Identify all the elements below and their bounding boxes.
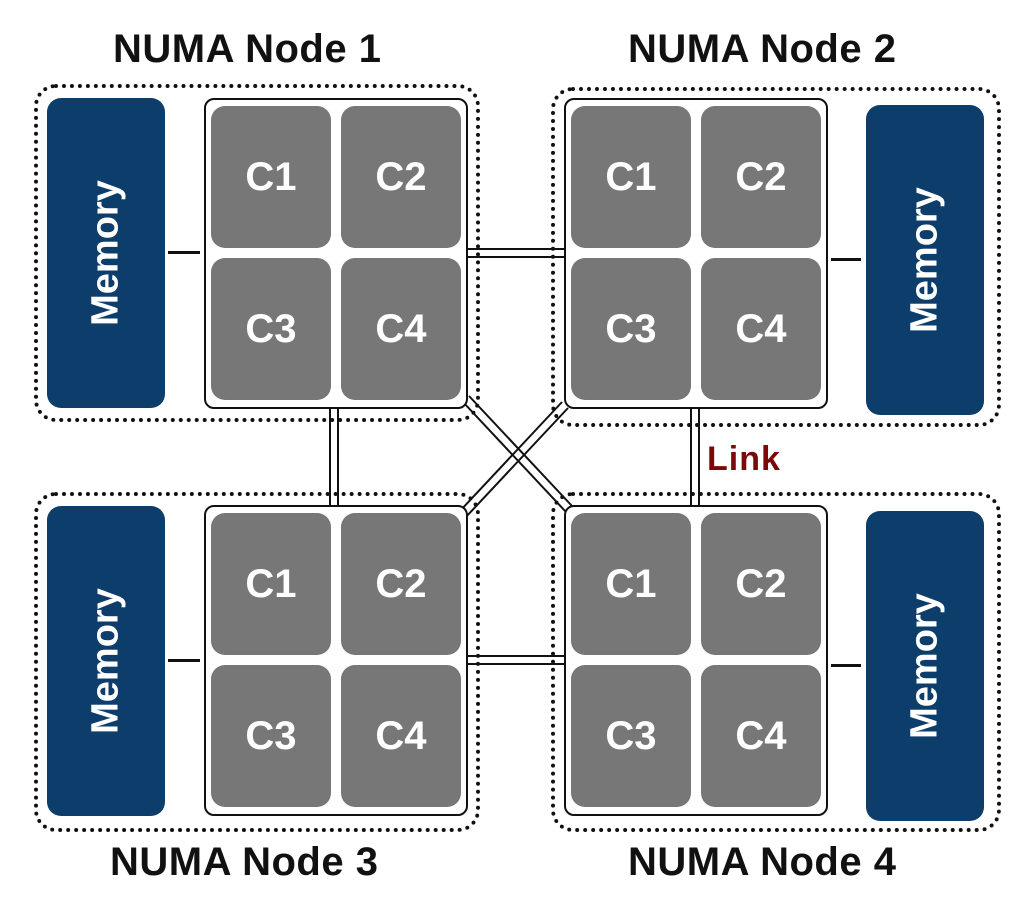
core-c2: C2 [701, 513, 821, 655]
link-node1-node3 [329, 408, 339, 506]
node-3-cpu: C1 C2 C3 C4 [204, 505, 468, 816]
node-4-boundary [551, 492, 1001, 832]
node-3-memory: Memory [47, 506, 165, 816]
node-3-boundary [34, 492, 480, 832]
node-3-title: NUMA Node 3 [110, 840, 379, 884]
node-4-title: NUMA Node 4 [628, 840, 897, 884]
core-c3: C3 [211, 258, 331, 400]
node-2-memory-bus [831, 258, 861, 261]
core-c3: C3 [571, 258, 691, 400]
core-c3: C3 [571, 665, 691, 807]
memory-label: Memory [84, 180, 127, 326]
memory-label: Memory [903, 593, 946, 739]
node-3-memory-bus [168, 659, 200, 662]
core-c2: C2 [701, 106, 821, 248]
link-node1-node4 [462, 395, 573, 513]
node-4-memory: Memory [866, 511, 984, 821]
core-c4: C4 [341, 258, 461, 400]
core-c4: C4 [701, 665, 821, 807]
core-c1: C1 [571, 106, 691, 248]
core-c2: C2 [341, 106, 461, 248]
core-c4: C4 [701, 258, 821, 400]
node-1-memory: Memory [47, 98, 165, 408]
core-c3: C3 [211, 665, 331, 807]
link-label: Link [707, 440, 781, 478]
link-node2-node3 [458, 401, 569, 519]
node-1-title: NUMA Node 1 [113, 27, 382, 71]
node-2-title: NUMA Node 2 [628, 27, 897, 71]
node-4-memory-bus [831, 664, 861, 667]
memory-label: Memory [903, 187, 946, 333]
core-c1: C1 [571, 513, 691, 655]
core-c1: C1 [211, 106, 331, 248]
core-c2: C2 [341, 513, 461, 655]
memory-label: Memory [84, 588, 127, 734]
node-1-cpu: C1 C2 C3 C4 [204, 98, 468, 409]
node-2-boundary [551, 87, 1001, 427]
core-c1: C1 [211, 513, 331, 655]
node-1-memory-bus [168, 251, 200, 254]
core-c4: C4 [341, 665, 461, 807]
node-1-boundary [34, 84, 480, 422]
node-4-cpu: C1 C2 C3 C4 [564, 505, 828, 816]
node-2-memory: Memory [866, 105, 984, 415]
link-node1-node2 [466, 248, 565, 258]
node-2-cpu: C1 C2 C3 C4 [564, 98, 828, 409]
link-node3-node4 [466, 655, 565, 665]
